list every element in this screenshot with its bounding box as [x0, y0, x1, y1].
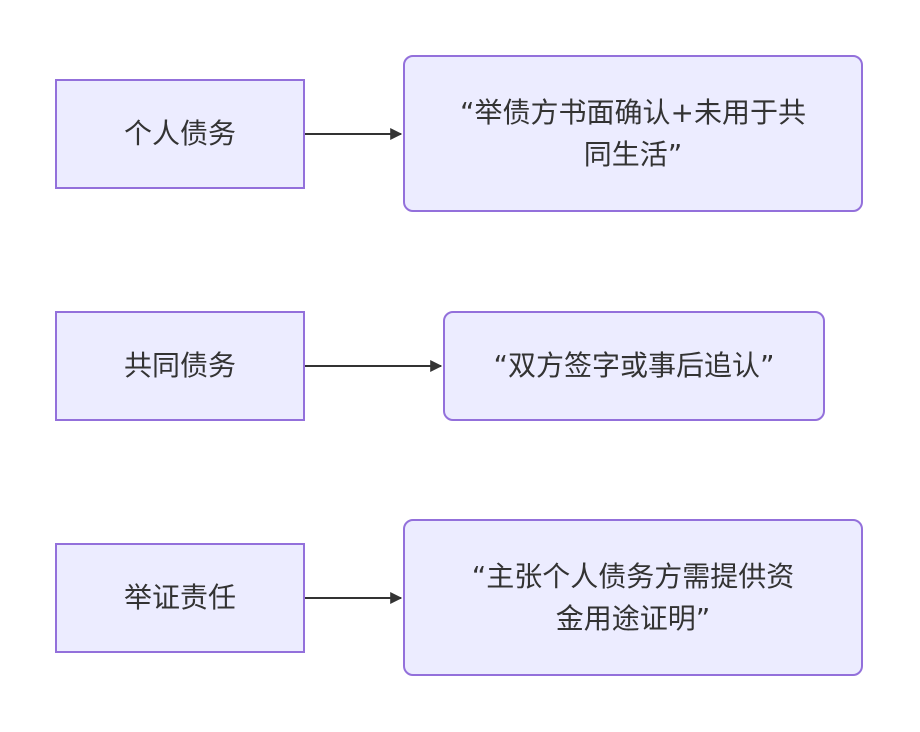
node-burden-of-proof-label: 举证责任	[123, 581, 236, 614]
node-joint-debt-condition-label: “双方签字或事后追认”	[493, 349, 775, 382]
node-personal-debt-condition-label: “举债方书面确认+未用于共 同生活”	[460, 95, 806, 171]
node-personal-debt: 个人债务	[55, 79, 305, 189]
node-burden-of-proof-condition: “主张个人债务方需提供资 金用途证明”	[403, 519, 863, 676]
node-burden-of-proof: 举证责任	[55, 543, 305, 653]
node-joint-debt: 共同债务	[55, 311, 305, 421]
node-burden-of-proof-condition-label: “主张个人债务方需提供资 金用途证明”	[471, 559, 795, 635]
node-joint-debt-condition: “双方签字或事后追认”	[443, 311, 825, 421]
node-personal-debt-condition: “举债方书面确认+未用于共 同生活”	[403, 55, 863, 212]
node-joint-debt-label: 共同债务	[123, 349, 236, 382]
node-personal-debt-label: 个人债务	[123, 117, 236, 150]
